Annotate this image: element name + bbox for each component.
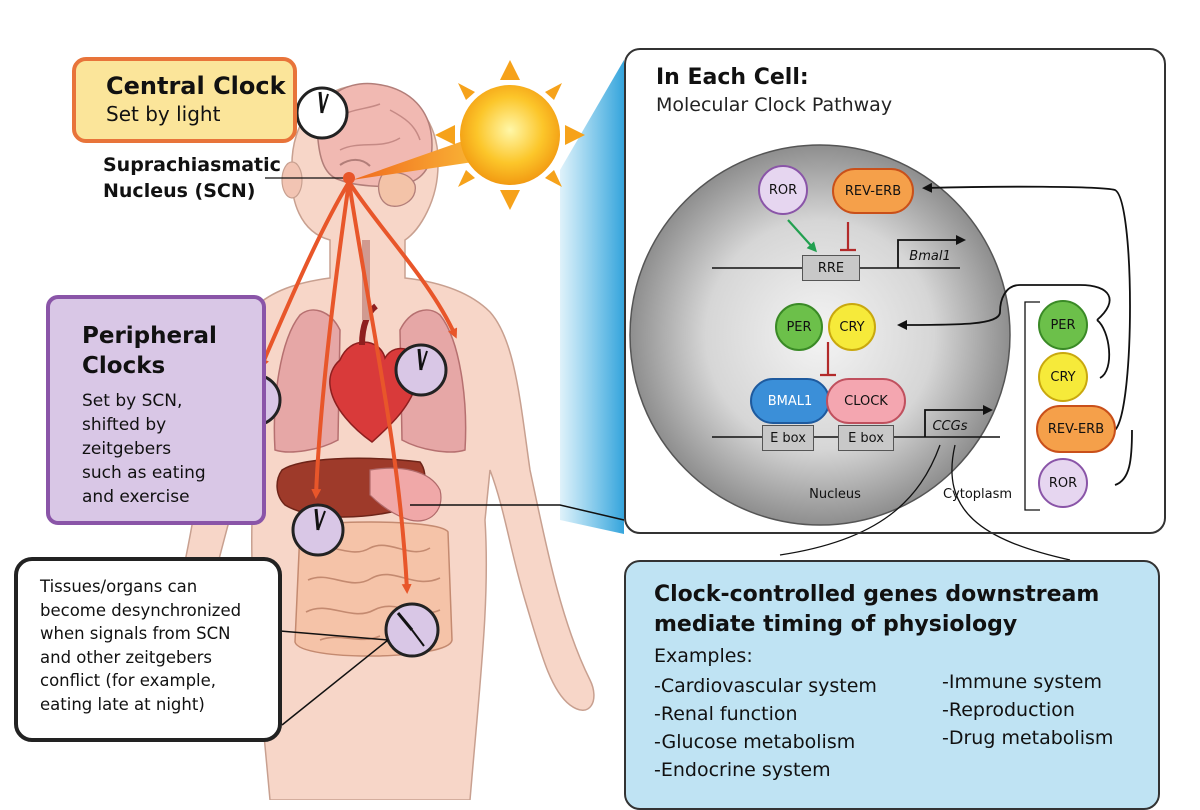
cry-molecule: CRY xyxy=(828,303,876,351)
bmal1-gene-label: Bmal1 xyxy=(909,249,951,264)
cytoplasm-label: Cytoplasm xyxy=(942,487,1013,502)
cyto-rev-erb-molecule: REV-ERB xyxy=(1036,405,1116,453)
scn-label-line2: Nucleus (SCN) xyxy=(103,180,256,202)
nucleus-label: Nucleus xyxy=(809,487,861,502)
desync-note-line: and other zeitgebers xyxy=(40,647,212,667)
bmal1-molecule: BMAL1 xyxy=(750,378,830,424)
ebox-2: E box xyxy=(838,425,894,451)
ear xyxy=(281,161,303,199)
scn-dot xyxy=(343,172,355,184)
ccg-title-line1: Clock-controlled genes downstream xyxy=(654,582,1100,607)
desync-note-line: eating late at night) xyxy=(40,694,205,714)
ror-molecule: ROR xyxy=(758,165,808,215)
ccg-example-item: -Drug metabolism xyxy=(942,727,1114,749)
ccg-example-item: -Reproduction xyxy=(942,699,1075,721)
peripheral-desc-line: Set by SCN, xyxy=(82,391,183,411)
ccg-example-item: -Endocrine system xyxy=(654,759,831,781)
ccg-example-item: -Renal function xyxy=(654,703,798,725)
desync-note-line: when signals from SCN xyxy=(40,624,231,643)
gut-clock-icon xyxy=(384,602,440,658)
peripheral-title-line2: Clocks xyxy=(82,353,166,379)
per-molecule: PER xyxy=(775,303,823,351)
zoom-wedge xyxy=(560,60,624,534)
scn-label-line1: Suprachiasmatic xyxy=(103,154,281,176)
peripheral-desc-line: zeitgebers xyxy=(82,439,172,459)
rev-erb-molecule: REV-ERB xyxy=(832,168,914,214)
central-clock-icon xyxy=(295,86,349,140)
liver-clock-icon xyxy=(291,503,345,557)
clock-molecule: CLOCK xyxy=(826,378,906,424)
signal-arrows xyxy=(259,180,458,594)
desync-note-line: conflict (for example, xyxy=(40,671,217,690)
desync-note-line: become desynchronized xyxy=(40,600,242,620)
ccg-examples-col1: -Cardiovascular system -Renal function -… xyxy=(654,672,877,784)
ccg-title-line2: mediate timing of physiology xyxy=(654,612,1018,637)
ccgs-label: CCGs xyxy=(932,419,968,434)
cell-panel-title: In Each Cell: xyxy=(656,65,809,90)
ebox-1: E box xyxy=(762,425,814,451)
peripheral-clocks-box: Peripheral Clocks Set by SCN, shifted by… xyxy=(46,295,266,525)
peripheral-title-line1: Peripheral xyxy=(82,323,217,349)
cell-panel-subtitle: Molecular Clock Pathway xyxy=(656,94,893,116)
peripheral-desc-line: such as eating xyxy=(82,463,206,483)
stomach xyxy=(369,467,442,522)
peripheral-desc-line: and exercise xyxy=(82,487,190,507)
central-clock-title: Central Clock xyxy=(106,72,286,100)
ccg-examples-col2: -Immune system -Reproduction -Drug metab… xyxy=(942,668,1113,752)
ccg-example-item: -Immune system xyxy=(942,671,1102,693)
cell-panel: In Each Cell: Molecular Clock Pathway xyxy=(624,48,1166,534)
ccg-example-item: -Glucose metabolism xyxy=(654,731,856,753)
ccg-panel: Clock-controlled genes downstream mediat… xyxy=(624,560,1160,810)
central-clock-subtitle: Set by light xyxy=(106,102,221,126)
sun-icon xyxy=(435,60,585,210)
central-clock-box: Central Clock Set by light xyxy=(72,57,297,143)
scn-label: Suprachiasmatic Nucleus (SCN) xyxy=(103,152,281,204)
peripheral-description: Set by SCN, shifted by zeitgebers such a… xyxy=(82,389,262,509)
cyto-cry-molecule: CRY xyxy=(1038,352,1088,402)
desync-note-line: Tissues/organs can xyxy=(40,577,198,596)
ccg-example-item: -Cardiovascular system xyxy=(654,675,877,697)
ccg-examples-label: Examples: xyxy=(654,645,753,667)
cyto-per-molecule: PER xyxy=(1038,300,1088,350)
rre-box: RRE xyxy=(802,255,860,281)
peripheral-desc-line: shifted by xyxy=(82,415,167,435)
desync-note-box: Tissues/organs can become desynchronized… xyxy=(14,557,282,742)
cyto-ror-molecule: ROR xyxy=(1038,458,1088,508)
lung-clock-icon xyxy=(394,343,448,397)
